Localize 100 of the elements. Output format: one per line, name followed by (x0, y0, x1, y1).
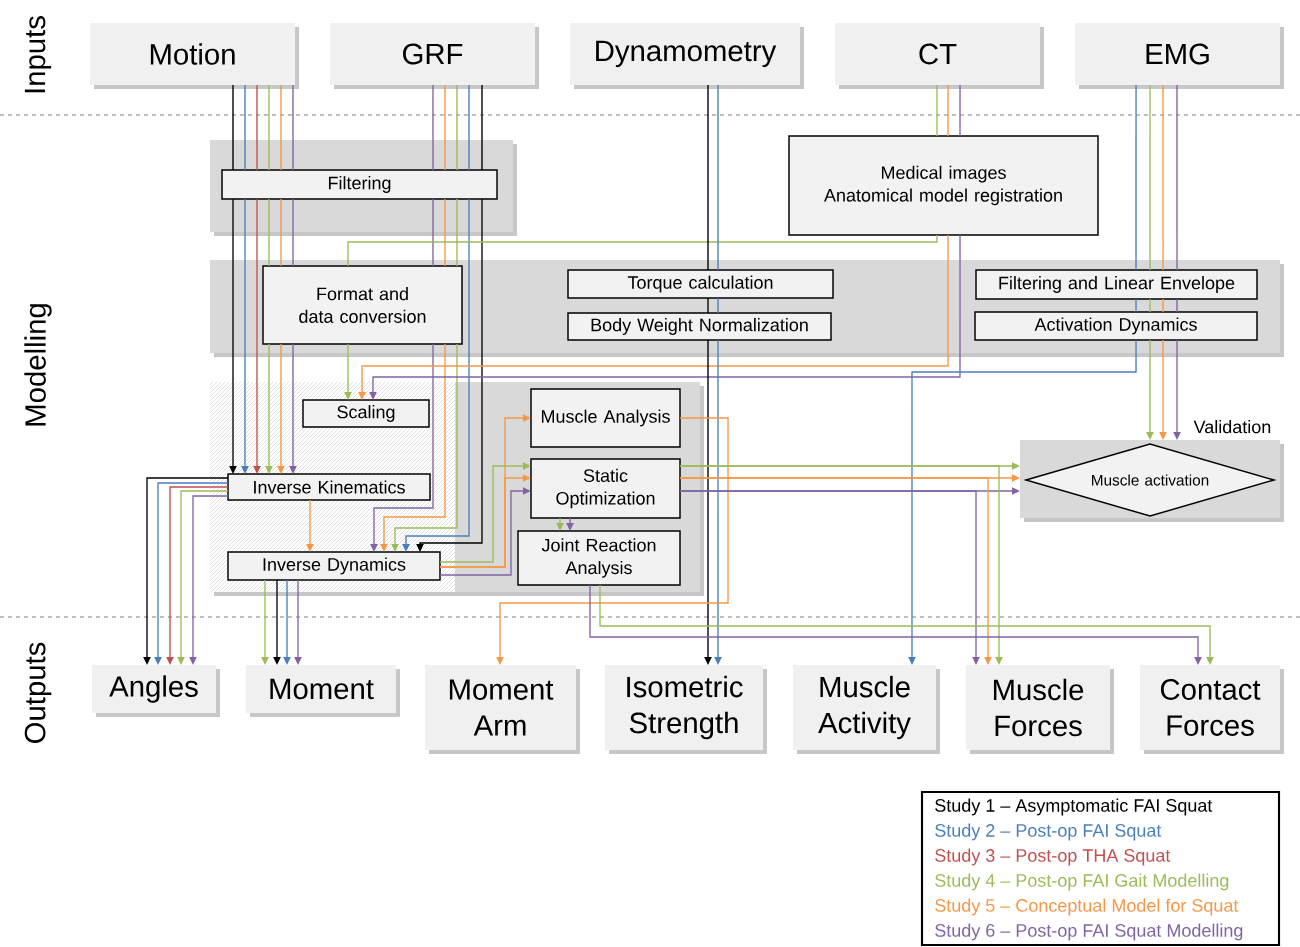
connector-line (1149, 298, 1151, 313)
connector-line (908, 339, 1137, 665)
connector-line (280, 84, 282, 171)
connector-line (154, 482, 229, 665)
output-box: Muscle Forces (966, 665, 1114, 754)
connector-line (189, 495, 229, 665)
output-box: Muscle Activity (793, 665, 940, 754)
connector-line (347, 234, 938, 267)
input-box: Motion (90, 23, 299, 89)
connector-line (370, 343, 434, 552)
output-box: Contact Forces (1140, 665, 1284, 754)
process-box: Muscle Analysis (530, 388, 681, 448)
connector-line (268, 198, 270, 267)
section-label: Inputs (24, 16, 52, 93)
connector-line (1135, 298, 1137, 313)
legend-entry: Study 3 – Post-op THA Squat (935, 848, 1171, 866)
connector-line (268, 84, 270, 171)
input-box: GRF (330, 23, 539, 89)
connector-line (265, 343, 273, 474)
connector-line (1149, 84, 1151, 271)
connector-line (294, 579, 302, 665)
process-box: Inverse Kinematics (227, 473, 431, 501)
connector-line (947, 84, 949, 137)
connector-line (229, 198, 237, 474)
connector-line (289, 343, 297, 474)
connector-line (1159, 339, 1167, 440)
connector-line (444, 84, 446, 171)
connector-line (1176, 84, 1178, 271)
process-box: Inverse Dynamics (227, 551, 441, 581)
connector-line (277, 343, 285, 474)
input-box: EMG (1075, 23, 1284, 89)
connector-line (714, 339, 722, 665)
connector-line (261, 579, 269, 665)
connector-line (444, 198, 446, 267)
legend-entry: Study 2 – Post-op FAI Squat (935, 823, 1162, 841)
connector-line (1173, 339, 1181, 440)
connector-line (380, 343, 446, 552)
connector-line (432, 84, 434, 171)
process-box: Filtering and Linear Envelope (975, 269, 1258, 300)
connector-line (1176, 298, 1178, 313)
section-label: Modelling (24, 304, 52, 426)
connector-line (707, 297, 709, 314)
connector-line (292, 198, 294, 267)
input-box: CT (835, 23, 1044, 89)
output-box: Moment Arm (425, 665, 580, 754)
process-box: Static Optimization (530, 458, 681, 519)
connector-line (283, 579, 291, 665)
connector-line (439, 462, 531, 563)
connector-line (439, 414, 531, 568)
output-box: Isometric Strength (605, 665, 767, 754)
connector-line (166, 486, 229, 665)
connector-line (256, 84, 258, 171)
connector-line (143, 477, 229, 665)
legend-entry: Study 6 – Post-op FAI Squat Modelling (935, 923, 1243, 941)
legend-entry: Study 1 – Asymptomatic FAI Squat (935, 798, 1213, 816)
connector-line (241, 198, 249, 474)
output-box: Angles (92, 665, 220, 717)
connector-line (1146, 339, 1154, 440)
process-box: Format and data conversion (262, 265, 463, 345)
connector-line (402, 198, 470, 552)
connector-line (717, 84, 719, 271)
output-box: Moment (246, 665, 400, 717)
connector-line (1162, 84, 1164, 271)
input-box: Dynamometry (570, 23, 804, 89)
connector-line (244, 84, 246, 171)
connector-line (344, 343, 352, 400)
connector-line (1135, 84, 1137, 271)
connector-line (273, 579, 281, 665)
process-box: Torque calculation (567, 269, 834, 299)
connector-line (439, 487, 531, 576)
process-box: Scaling (302, 399, 430, 428)
connector-line (432, 198, 434, 267)
connector-line (1162, 298, 1164, 313)
connector-line (707, 84, 709, 271)
process-box: Activation Dynamics (974, 311, 1258, 341)
connector-line (481, 84, 483, 171)
connector-line (936, 84, 938, 137)
connector-line (959, 84, 961, 137)
legend-entry: Study 5 – Conceptual Model for Squat (935, 898, 1239, 916)
connector-line (456, 198, 458, 267)
connector-line (556, 517, 564, 531)
connector-line (306, 499, 314, 552)
connector-line (456, 84, 458, 171)
connector-line (292, 84, 294, 171)
beside-label: Validation (1193, 420, 1271, 434)
connector-line (177, 490, 229, 665)
connector-line (468, 84, 470, 171)
connector-line (253, 198, 261, 474)
connector-line (280, 198, 282, 267)
process-box: Body Weight Normalization (567, 312, 832, 341)
connector-line (704, 339, 712, 665)
connector-line (717, 297, 719, 314)
connector-line (416, 198, 483, 552)
connector-line (496, 417, 729, 665)
connector-line (391, 343, 458, 552)
section-label: Outputs (24, 642, 52, 743)
connector-line (566, 517, 574, 531)
process-box: Filtering (221, 169, 498, 200)
process-box: Medical images Anatomical model registration (788, 135, 1099, 236)
connector-line (232, 84, 234, 171)
